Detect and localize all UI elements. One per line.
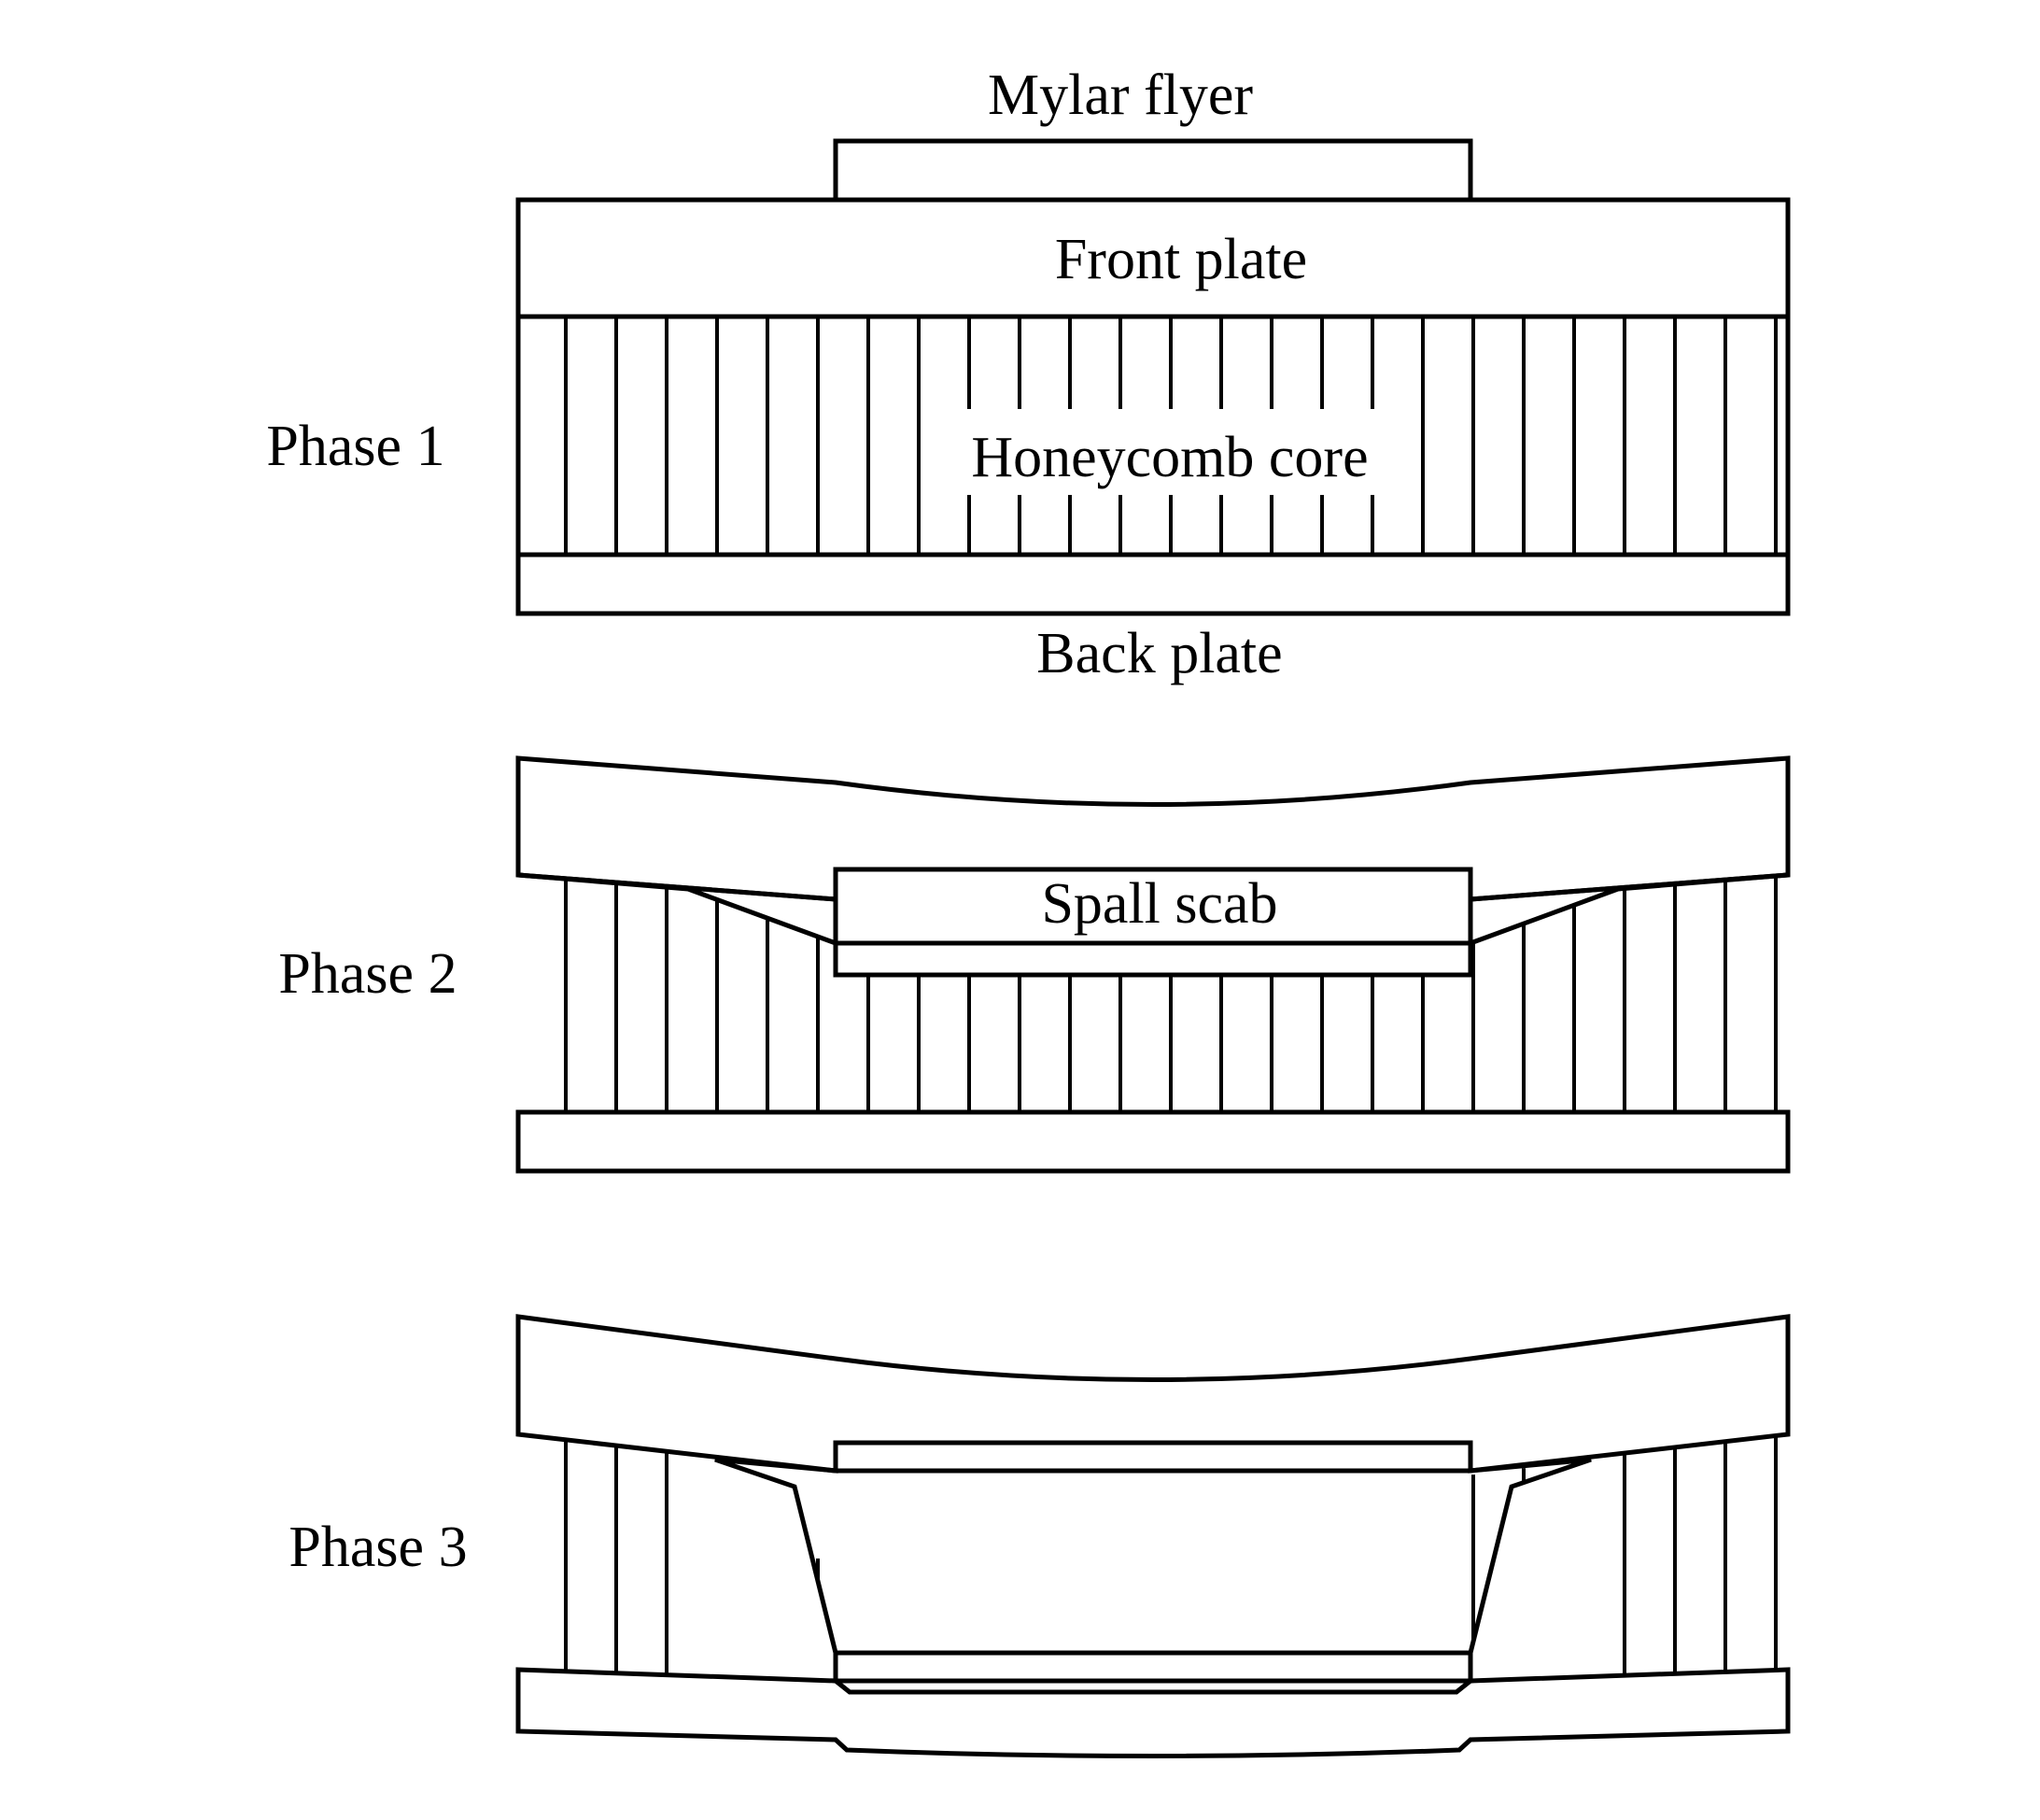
phase-2-panel: Spall scab Phase 2 <box>278 755 1791 1174</box>
phase-3-panel: Phase 3 <box>288 1314 1791 1758</box>
crushed-core-right <box>1468 872 1789 947</box>
back-plate <box>515 552 1791 616</box>
spall-scab-label: Spall scab <box>1041 872 1277 936</box>
bulged-back-plate <box>515 1667 1791 1758</box>
spall-scab-layer <box>833 940 1473 978</box>
phase-1-label: Phase 1 <box>266 415 444 478</box>
deformed-front-plate <box>515 755 1791 902</box>
core-outline <box>515 314 1791 557</box>
phase-1-panel: Mylar flyer Front plate Honeycomb core B… <box>266 63 1791 685</box>
front-plate-label: Front plate <box>1055 228 1307 291</box>
phase-3-front-plate <box>515 1314 1791 1474</box>
phase-2-label: Phase 2 <box>278 942 457 1006</box>
phase-3-core-lines <box>564 1435 1778 1676</box>
honeycomb-core-label: Honeycomb core <box>971 426 1368 489</box>
back-plate-label: Back plate <box>1036 622 1282 685</box>
phase-2-back-plate <box>515 1109 1791 1174</box>
ejected-scab <box>833 1650 1473 1695</box>
mylar-flyer-label: Mylar flyer <box>988 63 1253 127</box>
core-label-backing <box>948 409 1396 495</box>
mylar-flyer <box>833 138 1473 203</box>
phase-2-core-lines <box>564 876 1778 1112</box>
phase-3-label: Phase 3 <box>288 1516 467 1579</box>
perforation-cavity <box>714 1457 1592 1656</box>
